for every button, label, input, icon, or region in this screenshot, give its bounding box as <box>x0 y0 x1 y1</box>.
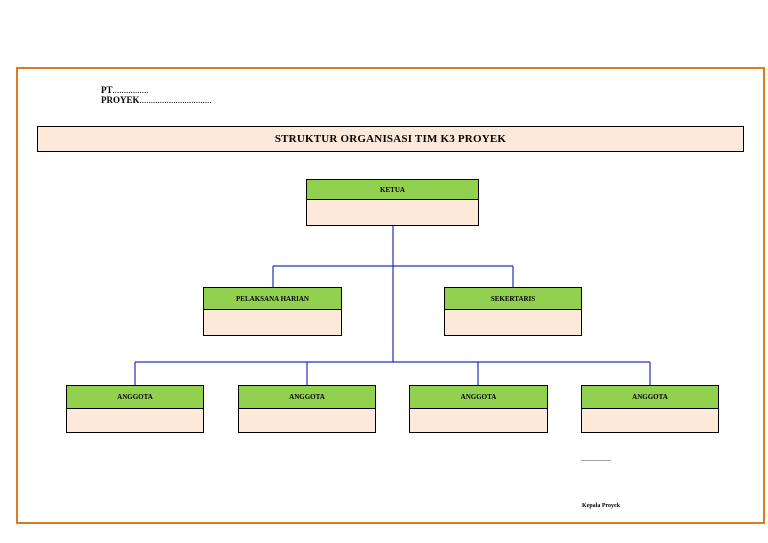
anggota-box: ANGGOTA <box>66 385 204 433</box>
sekertaris-label: SEKERTARIS <box>445 288 581 310</box>
company-line: PT................ <box>101 85 149 95</box>
company-dots: ................ <box>112 85 149 95</box>
anggota-label: ANGGOTA <box>410 386 547 409</box>
anggota-box: ANGGOTA <box>581 385 719 433</box>
sekertaris-box: SEKERTARIS <box>444 287 582 336</box>
ketua-box: KETUA <box>306 179 479 226</box>
anggota-label: ANGGOTA <box>239 386 375 409</box>
page-title: STRUKTUR ORGANISASI TIM K3 PROYEK <box>37 126 744 152</box>
signature-role: Kepala Proyek <box>582 503 621 509</box>
pelaksana-harian-label: PELAKSANA HARIAN <box>204 288 341 310</box>
project-dots: ................................ <box>139 95 212 105</box>
project-label: PROYEK <box>101 95 140 105</box>
anggota-label: ANGGOTA <box>67 386 203 409</box>
document-frame <box>16 67 765 524</box>
company-label: PT <box>101 85 113 95</box>
anggota-box: ANGGOTA <box>409 385 548 433</box>
pelaksana-harian-box: PELAKSANA HARIAN <box>203 287 342 336</box>
signature-line: ............... <box>581 454 611 463</box>
project-line: PROYEK................................ <box>101 95 212 105</box>
anggota-label: ANGGOTA <box>582 386 718 409</box>
anggota-box: ANGGOTA <box>238 385 376 433</box>
ketua-label: KETUA <box>307 180 478 200</box>
